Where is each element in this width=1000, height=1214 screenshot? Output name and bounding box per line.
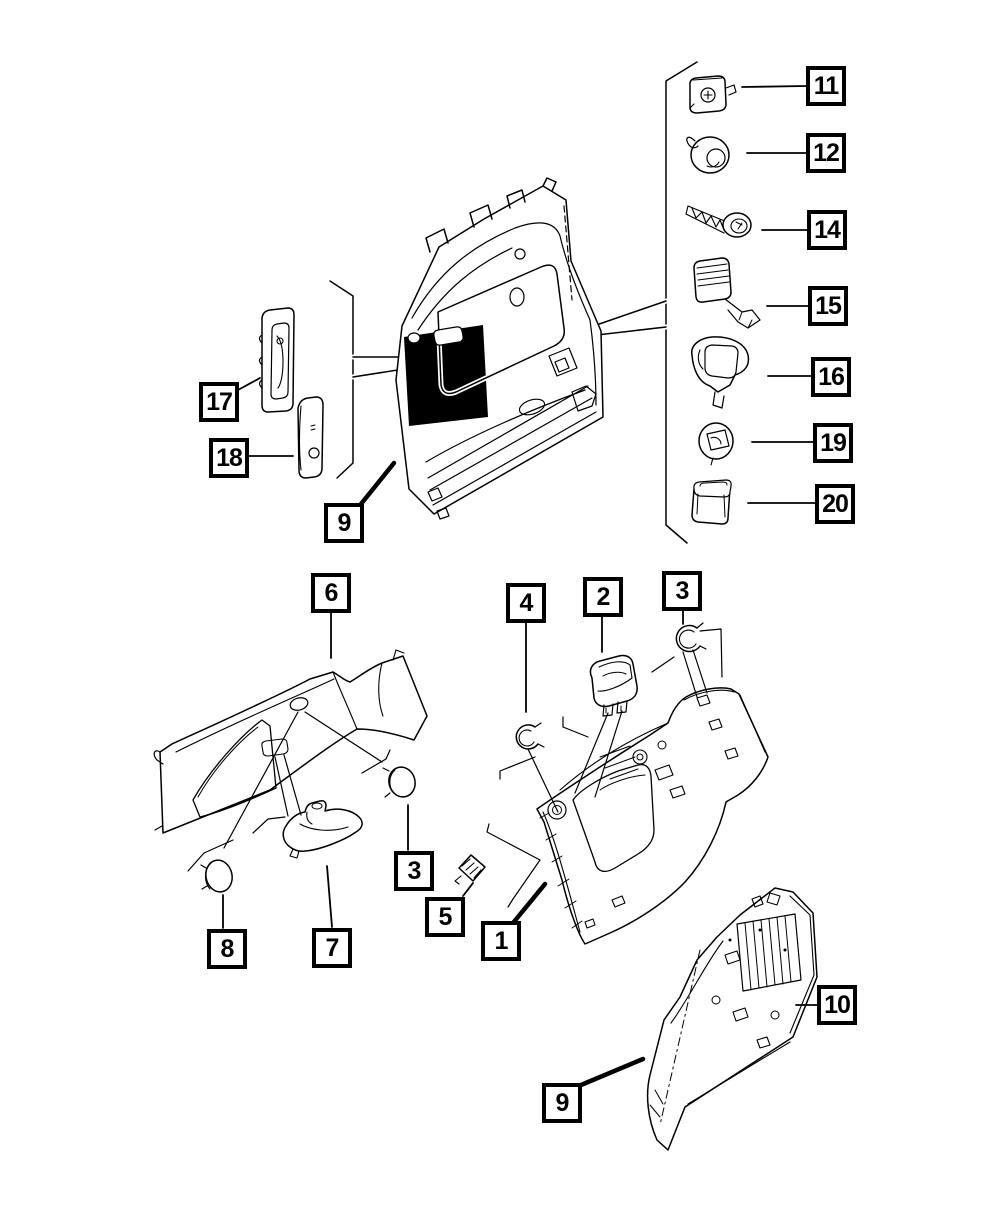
wedge-clip	[454, 854, 486, 885]
callout-5: 5	[425, 897, 465, 937]
handle-cover-plate	[297, 396, 324, 479]
leader-lines	[187, 85, 818, 1088]
callout-11: 11	[806, 66, 846, 106]
callout-3-lower: 3	[394, 851, 434, 891]
callout-9-upper: 9	[324, 503, 364, 543]
callout-20: 20	[815, 484, 855, 524]
callout-15: 15	[808, 286, 848, 326]
callout-9-lower: 9	[542, 1083, 582, 1123]
callout-7: 7	[312, 928, 352, 968]
hook-bezel	[691, 336, 750, 409]
callout-1: 1	[481, 921, 521, 961]
d-pillar-trim-panel	[153, 649, 428, 834]
callout-10: 10	[817, 985, 857, 1025]
callout-2: 2	[583, 577, 623, 617]
screw	[685, 205, 752, 238]
callout-14: 14	[807, 210, 847, 250]
plug-cap	[691, 479, 732, 525]
callout-12: 12	[806, 133, 846, 173]
round-cap	[200, 859, 233, 893]
pull-handle-bezel	[258, 307, 295, 413]
inner-quarter-panel	[646, 887, 818, 1151]
push-pin-retainer	[686, 136, 730, 174]
callout-18: 18	[209, 438, 249, 478]
retainer-ring-front	[515, 722, 545, 750]
retainer-clip	[689, 75, 737, 114]
retainer-ring-upper	[675, 622, 707, 653]
wiring-clip	[693, 257, 761, 329]
callout-16: 16	[811, 357, 851, 397]
quarter-trim-panel-rear-view	[395, 177, 604, 520]
vent-duct	[282, 800, 363, 859]
retainer-ring-rear	[382, 766, 416, 798]
quarter-trim-panel-front	[536, 687, 769, 945]
callout-19: 19	[813, 423, 853, 463]
callout-17: 17	[199, 382, 239, 422]
callout-4: 4	[506, 583, 546, 623]
cup-latch	[589, 654, 638, 717]
callout-8: 8	[207, 929, 247, 969]
callout-3-upper: 3	[662, 571, 702, 611]
callout-6: 6	[311, 573, 351, 613]
grommet-clip	[698, 422, 734, 466]
